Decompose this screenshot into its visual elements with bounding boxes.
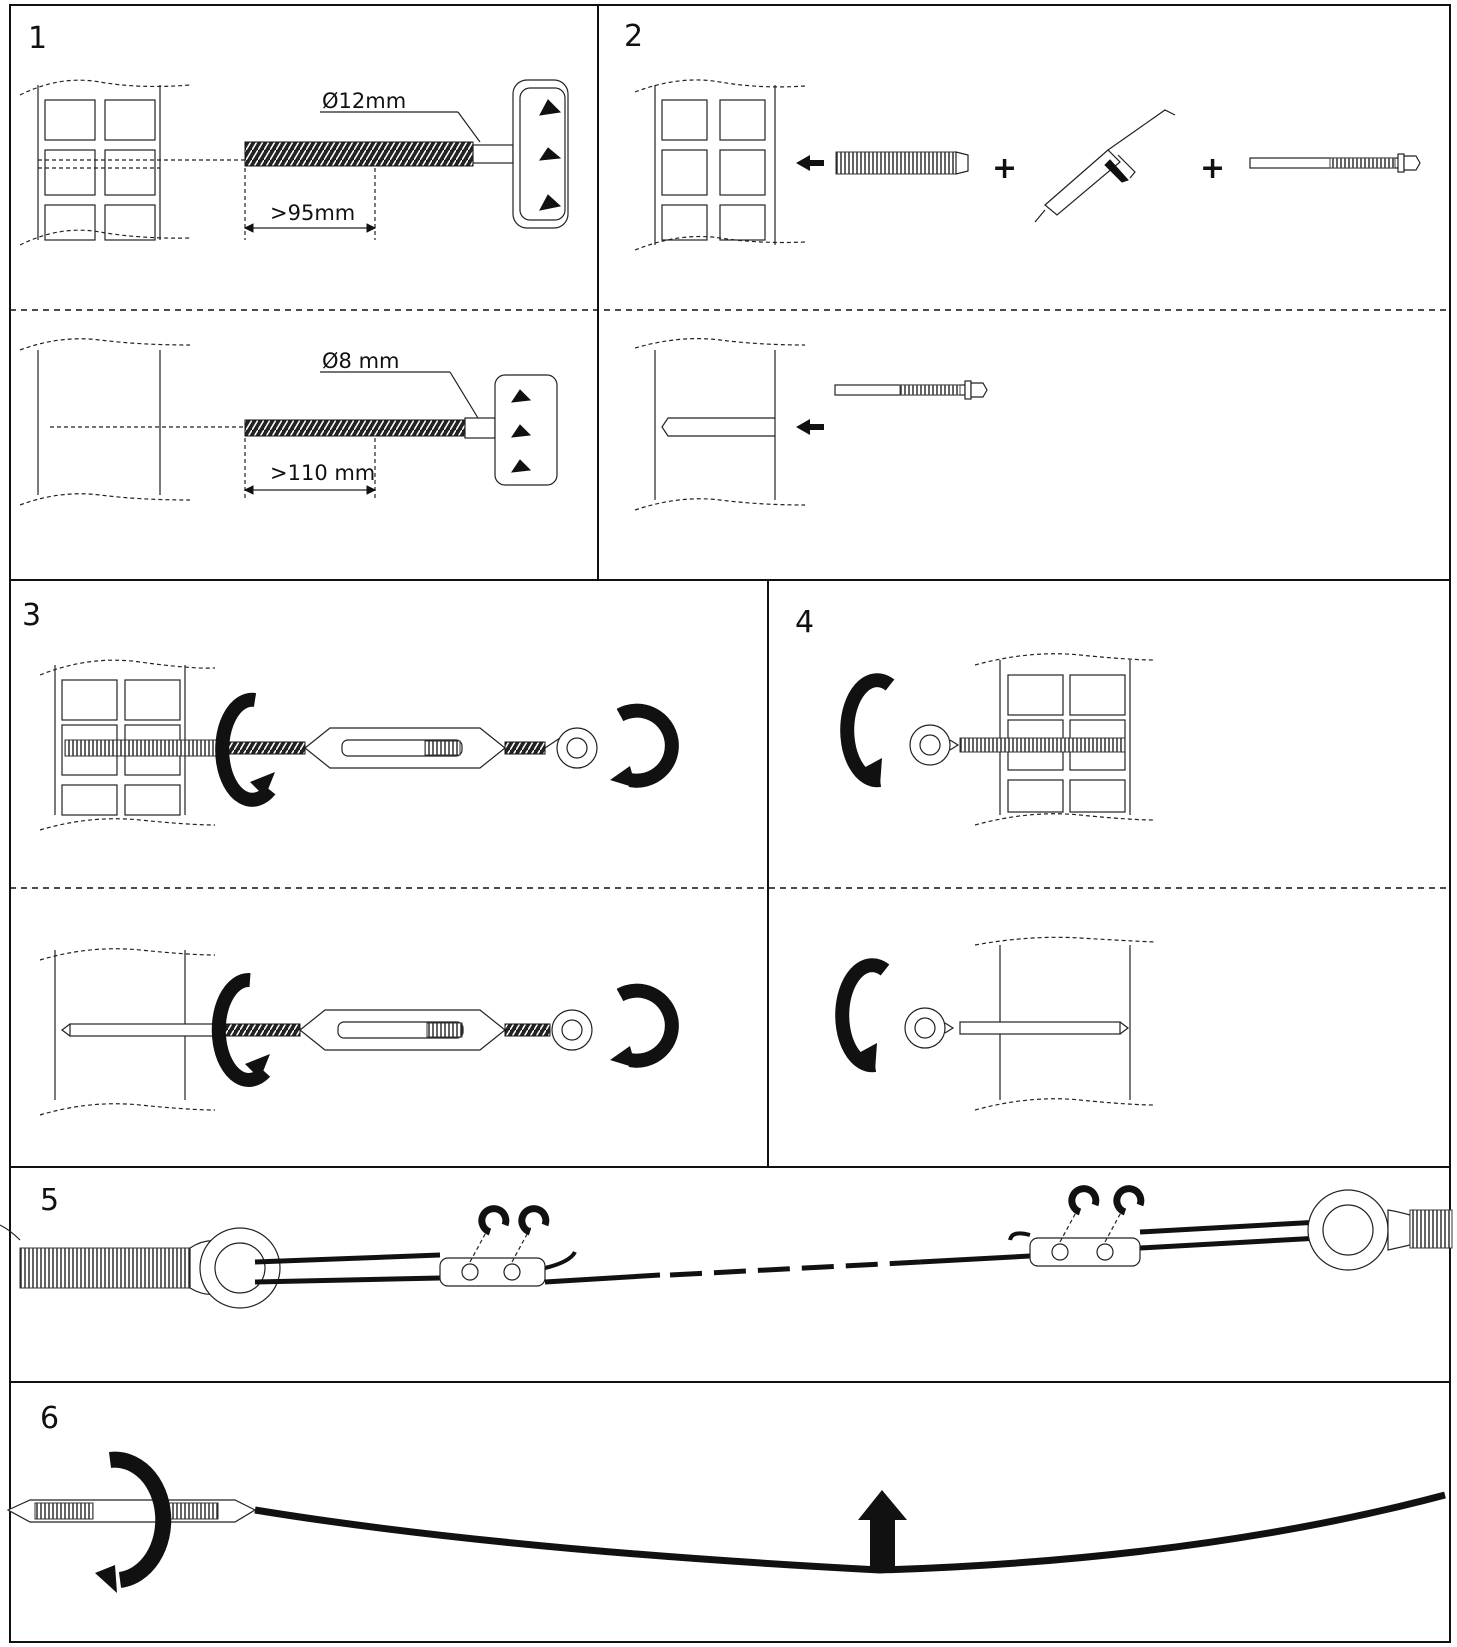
drill-diameter-small-label: Ø8 mm [322,349,399,373]
eye-bolt-left [0,1224,281,1309]
insert-arrow-left [796,155,824,171]
drill-8mm [243,371,558,500]
hollow-brick-wall-3 [39,659,221,831]
rotate-arrow-icon [610,983,679,1068]
solid-wall-3 [39,948,221,1116]
hollow-brick-wall [19,79,245,246]
step-number-6: 6 [40,1401,59,1436]
hollow-brick-wall-4 [959,653,1156,826]
hollow-brick-wall-2 [634,79,806,251]
mesh-sleeve [835,151,969,175]
rotate-arrow-icon [840,673,895,788]
threaded-anchor-rod-2 [834,380,988,400]
drill-12mm [243,79,569,240]
plus-sign-1: + [992,151,1017,186]
rotate-arrow-icon [215,692,276,807]
rotate-arrow-icon [478,1185,1145,1236]
eye-bolt-right [1307,1189,1453,1271]
threaded-anchor-rod [1249,153,1421,173]
wire-rope-clamp [1029,1204,1141,1267]
insert-arrow-left-2 [796,419,824,435]
step-number-2: 2 [624,19,643,54]
drill-depth-small-label: >110 mm [270,461,375,485]
step-number-4: 4 [795,605,814,640]
step-number-5: 5 [40,1183,59,1218]
solid-wall-4 [959,936,1156,1111]
step-number-1: 1 [28,21,47,56]
turnbuckle-2 [219,1009,593,1051]
turnbuckle-tension [6,1499,257,1523]
solid-wall [19,338,245,506]
eye-nut-2 [904,1007,955,1049]
wire-rope-clamp [439,1224,546,1287]
plus-sign-2: + [1200,151,1225,186]
caulking-gun-icon [1034,109,1176,223]
wire-rope [254,1219,1321,1285]
rotate-arrow-icon [211,972,271,1087]
rotate-arrow-icon [610,703,679,788]
tension-up-arrow-icon [858,1490,907,1570]
turnbuckle-1 [219,727,598,769]
rotate-arrow-icon [835,958,890,1073]
solid-wall-2 [634,338,806,511]
rotate-arrow-icon [95,1451,172,1593]
drill-diameter-large-label: Ø12mm [322,89,406,113]
drill-depth-large-label: >95mm [270,201,355,225]
tensioned-wire-rope [254,1491,1446,1574]
panel-frames [9,4,1451,1643]
step-number-3: 3 [22,598,41,633]
eye-nut [909,724,960,766]
